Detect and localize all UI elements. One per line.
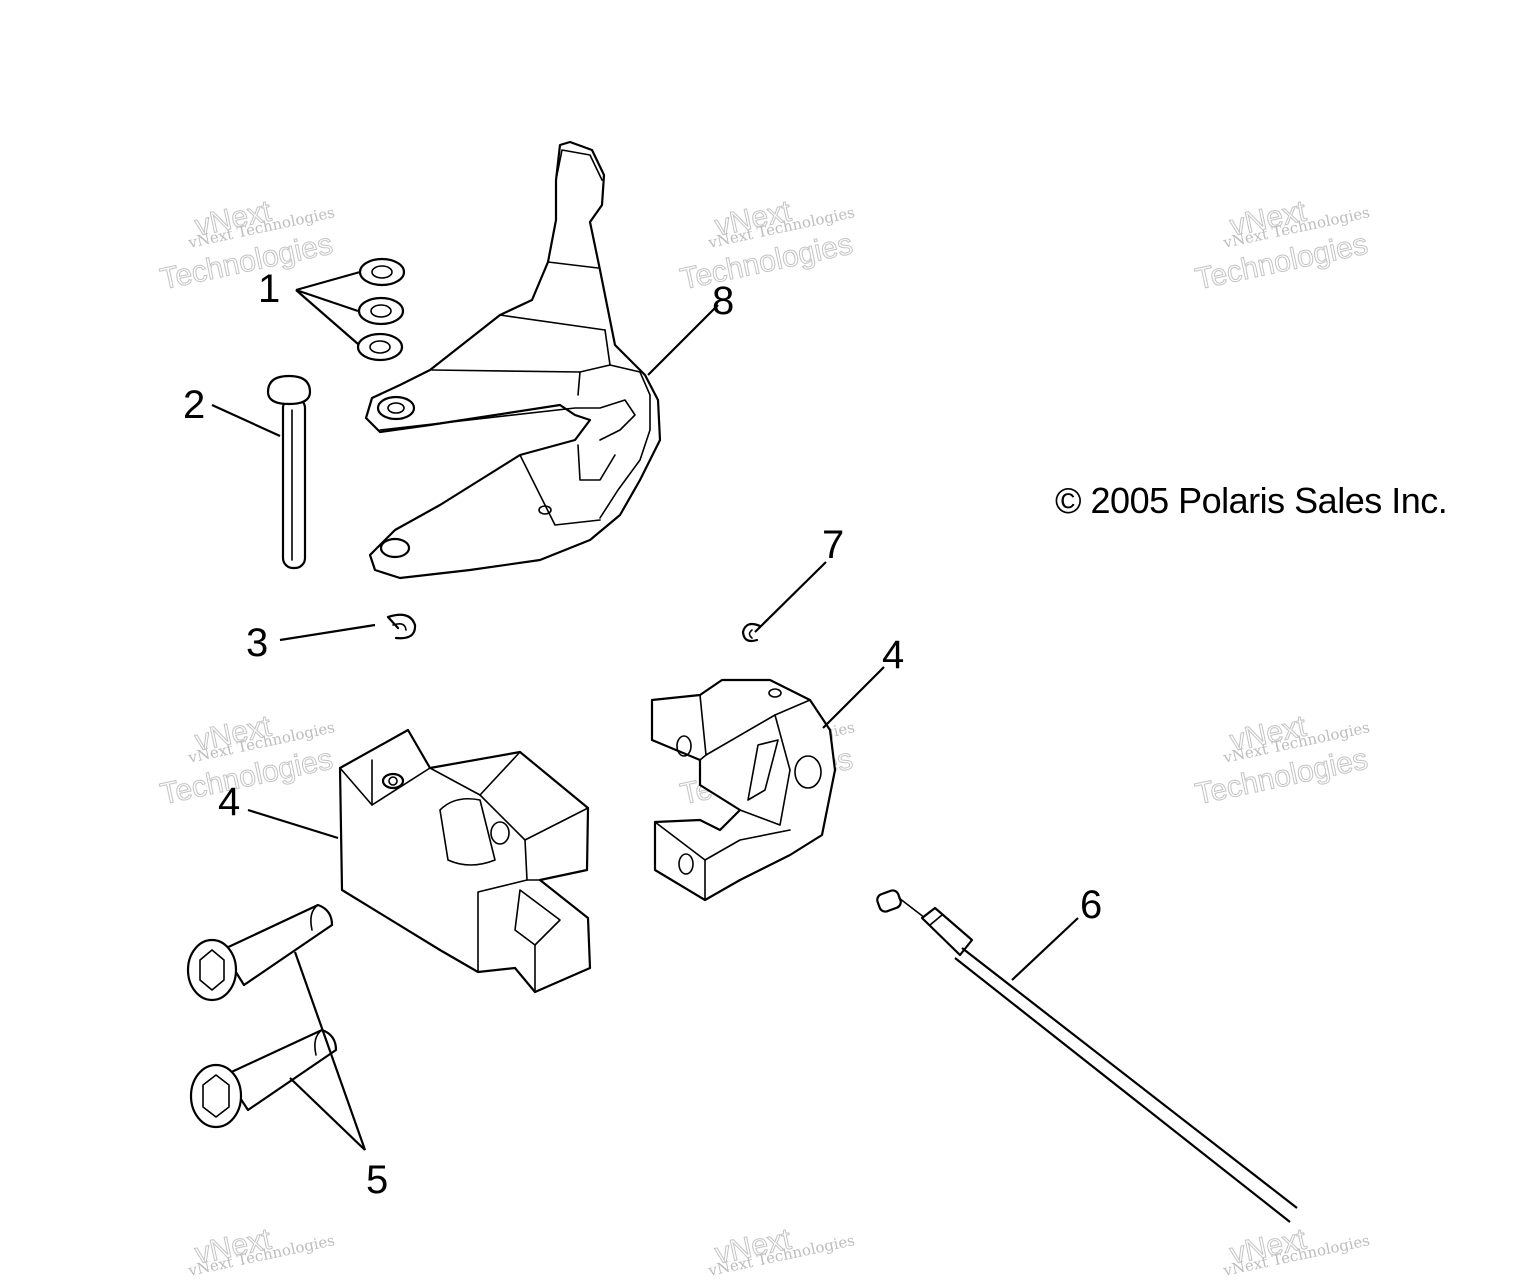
watermark-bottom-left: vNext Technologies vNext [186,1222,336,1280]
watermark-top-left: vNext Technologies vNext Technologies [157,194,336,297]
washers-part-1 [356,257,406,362]
callout-5: 5 [366,1158,388,1202]
callout-3: 3 [246,621,268,665]
watermark-mid-left: vNext Technologies vNext Technologies [157,709,336,812]
watermark-top-right: vNext Technologies vNext Technologies [1192,194,1371,297]
cable-part-6 [876,889,1298,1223]
callout-8: 8 [712,279,734,323]
watermark-top-center: vNext Technologies vNext Technologies [677,194,856,297]
lever-part-8 [364,140,662,580]
watermark-mid-right: vNext Technologies vNext Technologies [1192,709,1371,812]
pin-part-2 [266,374,312,570]
callout-7: 7 [822,523,844,567]
callout-4-left: 4 [218,780,240,824]
callout-2: 2 [183,383,205,427]
housing-block-part-4-left [338,728,592,994]
copyright-notice: © 2005 Polaris Sales Inc. [1055,480,1447,521]
clamp-part-4-right [650,678,837,902]
watermark-bottom-center: vNext Technologies vNext [706,1222,856,1280]
leader-lines [211,270,1079,1151]
watermark-bottom-right: vNext Technologies vNext [1221,1222,1371,1280]
callout-6: 6 [1080,883,1102,927]
clip-part-7 [741,622,762,643]
e-clip-part-3 [386,613,417,640]
callout-1: 1 [258,267,280,311]
callout-4-right: 4 [882,633,904,677]
bolts-part-5 [186,903,338,1129]
